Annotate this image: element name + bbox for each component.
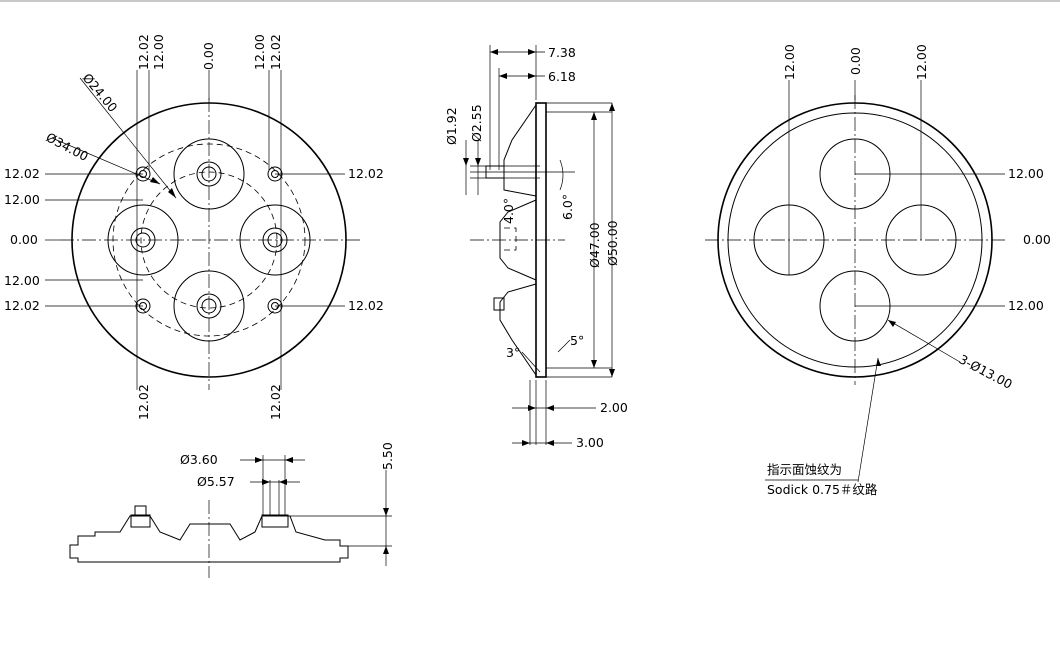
front-top-label-3: 0.00 bbox=[201, 42, 216, 70]
front-top-label-4: 12.00 bbox=[252, 34, 267, 70]
front-bottom-label-2: 12.02 bbox=[268, 384, 283, 420]
dim-738: 7.38 bbox=[548, 45, 576, 60]
front-left-label-1: 12.02 bbox=[4, 166, 40, 181]
front-left-label-5: 12.02 bbox=[4, 298, 40, 313]
rear-top-label-2: 0.00 bbox=[848, 47, 863, 75]
dim-550: 5.50 bbox=[380, 442, 395, 470]
dim-618: 6.18 bbox=[548, 69, 576, 84]
front-left-label-2: 12.00 bbox=[4, 192, 40, 207]
lens-profile-top bbox=[503, 104, 537, 197]
dim-200: 2.00 bbox=[600, 400, 628, 415]
section-view: Ø3.60 Ø5.57 5.50 bbox=[69, 442, 395, 578]
angle-6: 6.0° bbox=[560, 194, 575, 220]
front-left-label-4: 12.00 bbox=[4, 273, 40, 288]
rear-holes-label: 3-Ø13.00 bbox=[957, 351, 1015, 392]
rear-top-label-1: 12.00 bbox=[782, 44, 797, 80]
front-top-label-5: 12.02 bbox=[268, 34, 283, 70]
rear-top-label-3: 12.00 bbox=[914, 44, 929, 80]
side-view: 7.38 6.18 Ø1.92 Ø2.55 6.0° 4.0° 5° 3° Ø4… bbox=[444, 45, 628, 450]
section-pin-right bbox=[261, 514, 289, 528]
dim-255: Ø2.55 bbox=[469, 104, 484, 142]
rear-right-label-2: 0.00 bbox=[1023, 232, 1051, 247]
front-bottom-label-1: 12.02 bbox=[136, 384, 151, 420]
angle-4: 4.0° bbox=[501, 198, 516, 224]
section-pin-left bbox=[130, 514, 151, 528]
angle-5: 5° bbox=[570, 333, 584, 348]
front-left-label-3: 0.00 bbox=[10, 232, 38, 247]
texture-note-line2: Sodick 0.75＃纹路 bbox=[767, 482, 878, 497]
dia-360: Ø3.60 bbox=[180, 452, 218, 467]
angle-3: 3° bbox=[506, 345, 520, 360]
front-top-label-1: 12.02 bbox=[136, 34, 151, 70]
front-view: 12.02 12.00 0.00 12.00 12.02 12.02 12.02… bbox=[4, 34, 384, 420]
dim-300: 3.00 bbox=[576, 435, 604, 450]
dia-557: Ø5.57 bbox=[197, 474, 235, 489]
dia34-label: Ø34.00 bbox=[44, 129, 91, 164]
dim-192: Ø1.92 bbox=[444, 107, 459, 145]
front-right-label-2: 12.02 bbox=[348, 298, 384, 313]
front-right-label-1: 12.02 bbox=[348, 166, 384, 181]
dia-47: Ø47.00 bbox=[587, 222, 602, 268]
texture-note-line1: 指示面蚀纹为 bbox=[767, 462, 842, 477]
rear-right-label-1: 12.00 bbox=[1008, 166, 1044, 181]
rear-view: 12.00 0.00 12.00 12.00 0.00 12.00 3-Ø13.… bbox=[705, 44, 1051, 497]
dia24-label: Ø24.00 bbox=[80, 70, 121, 115]
section-body bbox=[69, 515, 349, 563]
rear-right-label-3: 12.00 bbox=[1008, 298, 1044, 313]
front-top-label-2: 12.00 bbox=[151, 34, 166, 70]
dia-50: Ø50.00 bbox=[605, 220, 620, 266]
lens-profile-bottom bbox=[499, 283, 537, 376]
